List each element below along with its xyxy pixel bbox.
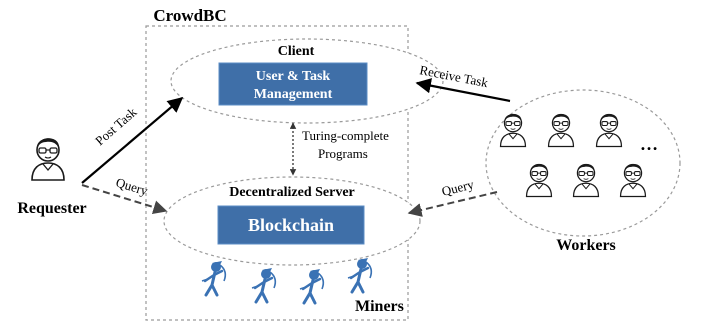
user-task-management-module[interactable]: [218, 62, 368, 106]
query-left-arrow: [81, 184, 168, 214]
requester-label: Requester: [17, 200, 86, 217]
server-title: Decentralized Server: [229, 185, 355, 200]
module-label-line2: Management: [254, 87, 333, 102]
query-right-arrow: [407, 191, 498, 217]
miner-icon: [298, 267, 325, 305]
workers-ellipsis: …: [640, 134, 658, 154]
client-title: Client: [278, 44, 315, 59]
query-left-label: Query: [114, 175, 150, 199]
miners-label: Miners: [355, 298, 404, 315]
system-title: CrowdBC: [153, 6, 226, 25]
miner-icon: [200, 259, 227, 297]
query-right-label: Query: [440, 176, 476, 199]
module-label-line1: User & Task: [256, 69, 331, 84]
miner-icon: [250, 266, 277, 304]
receive-task-arrow: [415, 78, 511, 103]
post-task-label: Post Task: [92, 104, 140, 148]
requester-icon: [31, 137, 65, 181]
turing-label-line1: Turing-complete: [302, 128, 389, 143]
crowdbc-frame: [145, 25, 409, 321]
miner-icon: [346, 256, 373, 294]
blockchain-label: Blockchain: [248, 215, 334, 235]
turing-label-line2: Programs: [318, 146, 368, 161]
workers-ellipse[interactable]: [485, 89, 681, 237]
workers-label: Workers: [556, 237, 616, 254]
post-task-arrow: [81, 97, 184, 184]
blockchain-module[interactable]: [217, 205, 365, 245]
